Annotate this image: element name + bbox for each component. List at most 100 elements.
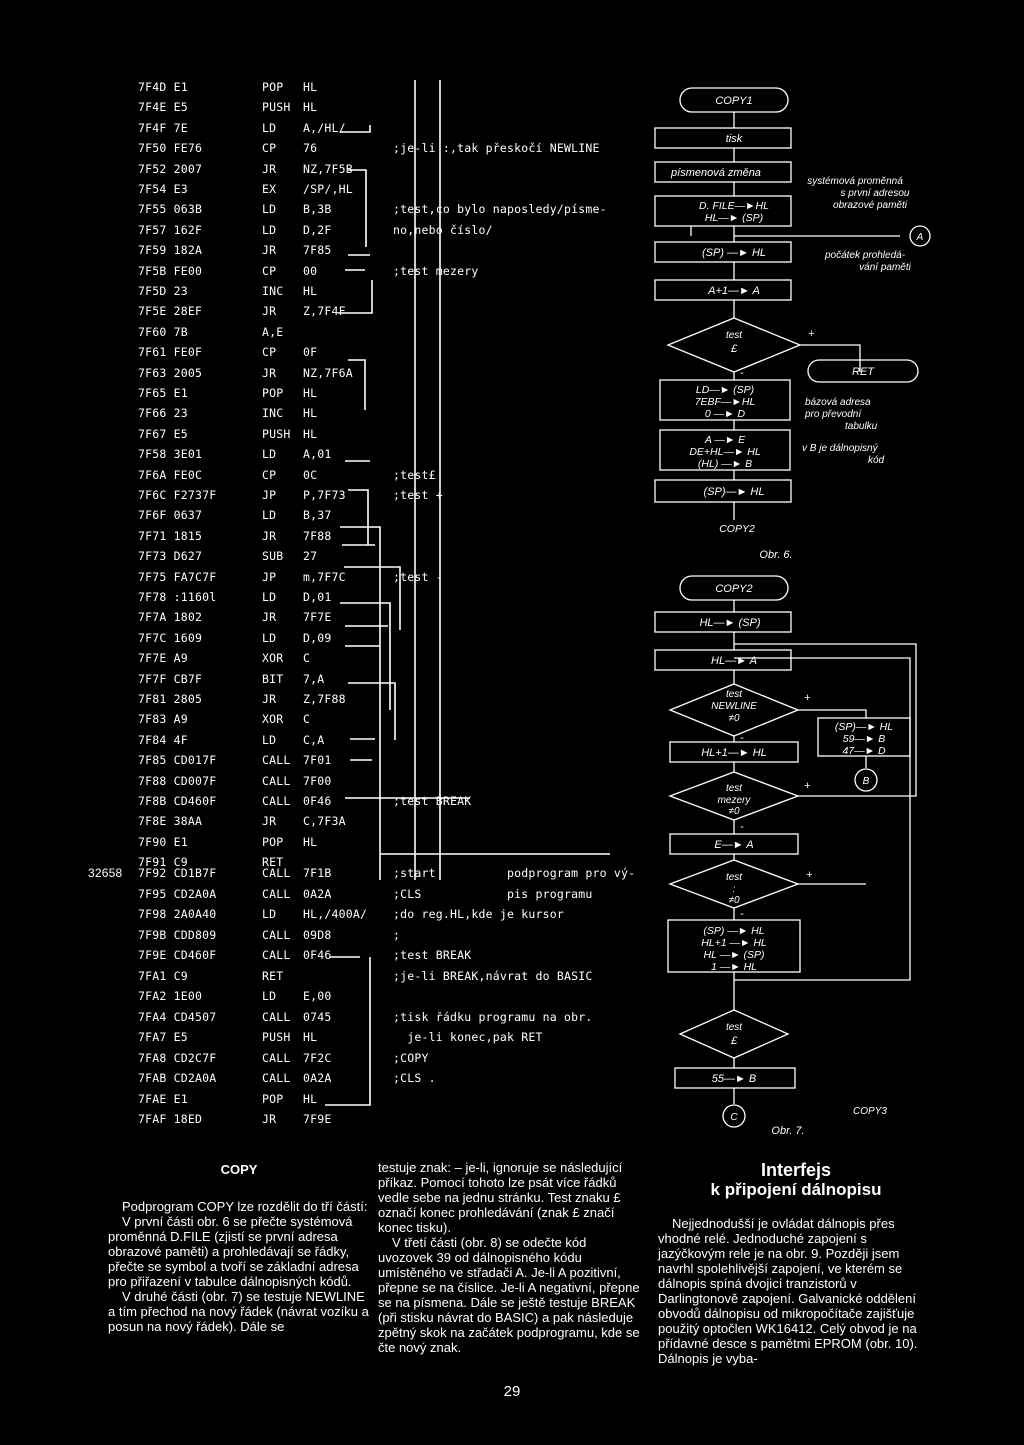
listing-opcode: LD — [262, 732, 277, 747]
fc7-pound: £ — [730, 1035, 738, 1047]
fc7-minus3: - — [740, 908, 744, 920]
listing-operand: 7F85 — [303, 243, 332, 258]
listing-comment: ;CLS . — [393, 1071, 436, 1085]
listing-operand: 0745 — [303, 1009, 332, 1024]
listing-opcode: INC — [262, 284, 284, 298]
listing-operand: HL — [303, 1091, 318, 1106]
listing-address: 7F5D 23 — [138, 284, 188, 298]
fc6-minus: - — [740, 367, 744, 379]
listing-address: 7FA8 CD2C7F — [138, 1050, 217, 1065]
listing-operand: C,A — [303, 732, 325, 747]
text-column-2: testuje znak: – je-li, ignoruje se násle… — [378, 1160, 644, 1355]
fc6-note2b: vání paměti — [859, 262, 911, 273]
listing-comment: ;test mezery — [393, 263, 479, 278]
listing-address: 7FAF 18ED — [138, 1112, 203, 1126]
listing-comment: ;CLS pis programu — [393, 886, 593, 901]
listing-address: 7F9B CDD809 — [138, 927, 217, 942]
listing-address: 7F4D E1 — [138, 80, 188, 94]
listing-address: 7F83 A9 — [138, 712, 188, 727]
listing-address: 7F73 D627 — [138, 549, 203, 564]
fc7-connector-c: C — [730, 1112, 738, 1123]
listing-operand: HL — [303, 100, 318, 115]
fc6-note1c: obrazové paměti — [833, 200, 908, 211]
listing-address: 7F81 2805 — [138, 692, 203, 706]
listing-operand: HL — [303, 1030, 318, 1044]
text-column-1: COPY Podprogram COPY lze rozdělit do tří… — [108, 1162, 370, 1334]
listing-operand: A,/HL/ — [303, 120, 346, 135]
listing-opcode: POP — [262, 80, 284, 94]
listing-opcode: BIT — [262, 671, 284, 686]
listing-operand: HL — [303, 80, 318, 94]
fc6-note2a: počátek prohledá- — [824, 250, 906, 261]
listing-operand: 0F46 — [303, 794, 332, 808]
listing-opcode: CALL — [262, 1009, 291, 1024]
listing-line: 7F5D 23 INC HL — [0, 284, 660, 303]
listing-opcode: LD — [262, 630, 277, 645]
listing-address: 7F91 C9 — [138, 855, 188, 870]
listing-address: 7FA7 E5 — [138, 1030, 188, 1044]
listing-address: 7F4E E5 — [138, 100, 188, 115]
listing-operand: D,09 — [303, 630, 332, 645]
fc7-box3: HL —► (SP) — [704, 949, 765, 961]
listing-opcode: XOR — [262, 712, 284, 727]
fc7-plus3: + — [806, 869, 813, 881]
listing-comment: no,nebo číslo/ — [393, 222, 493, 237]
fc6-note1a: systémová proměnná — [807, 176, 903, 187]
listing-address: 7F52 2007 — [138, 161, 203, 176]
listing-operand: C — [303, 651, 311, 666]
listing-address: 7F95 CD2A0A — [138, 886, 217, 901]
listing-opcode: JP — [262, 569, 277, 584]
fc7-fiveb: 55—► B — [712, 1073, 757, 1085]
fc6-caption: Obr. 6. — [759, 549, 792, 561]
listing-line: 7F84 4F LD C,A — [0, 733, 660, 752]
fc7-ne0-1: ≠0 — [728, 713, 739, 724]
fc7-ne0-3: ≠0 — [728, 895, 739, 906]
fc7-box1: (SP) —► HL — [703, 925, 764, 937]
listing-operand: C,7F3A — [303, 814, 346, 829]
col1-paragraph-3: V druhé části (obr. 7) se testuje NEWLIN… — [108, 1289, 369, 1334]
listing-opcode: JR — [262, 161, 277, 176]
listing-address: 7F84 4F — [138, 732, 188, 747]
listing-opcode: LD — [262, 447, 277, 462]
listing-operand: E,00 — [303, 989, 332, 1003]
listing-opcode: LD — [262, 907, 277, 921]
listing-opcode: CP — [262, 345, 277, 360]
listing-opcode: CALL — [262, 753, 291, 768]
fc7-start-label: COPY2 — [715, 583, 752, 595]
listing-operand: D,2F — [303, 222, 332, 237]
col3-paragraph-1: Nejjednodušší je ovládat dálnopis přes v… — [658, 1216, 918, 1366]
fc6-start-label: COPY1 — [715, 95, 752, 107]
listing-address: 7F58 3E01 — [138, 447, 203, 462]
listing-address: 7F60 7B — [138, 324, 188, 339]
listing-comment: ;COPY — [393, 1050, 429, 1065]
listing-opcode: PUSH — [262, 100, 291, 115]
fc7-hlsp: HL—► (SP) — [699, 617, 760, 629]
listing-operand: 7F9E — [303, 1112, 332, 1126]
fc7-ea: E—► A — [714, 839, 753, 851]
fc6-tisk: tisk — [726, 133, 743, 145]
listing-comment: ;test BREAK — [393, 948, 472, 962]
listing-operand: HL — [303, 284, 318, 298]
listing-address: 7F90 E1 — [138, 834, 188, 849]
fc7-box4: 1 —► HL — [711, 961, 757, 973]
listing-operand: 76 — [303, 141, 318, 156]
listing-opcode: LD — [262, 989, 277, 1003]
listing-opcode: LD — [262, 222, 277, 237]
